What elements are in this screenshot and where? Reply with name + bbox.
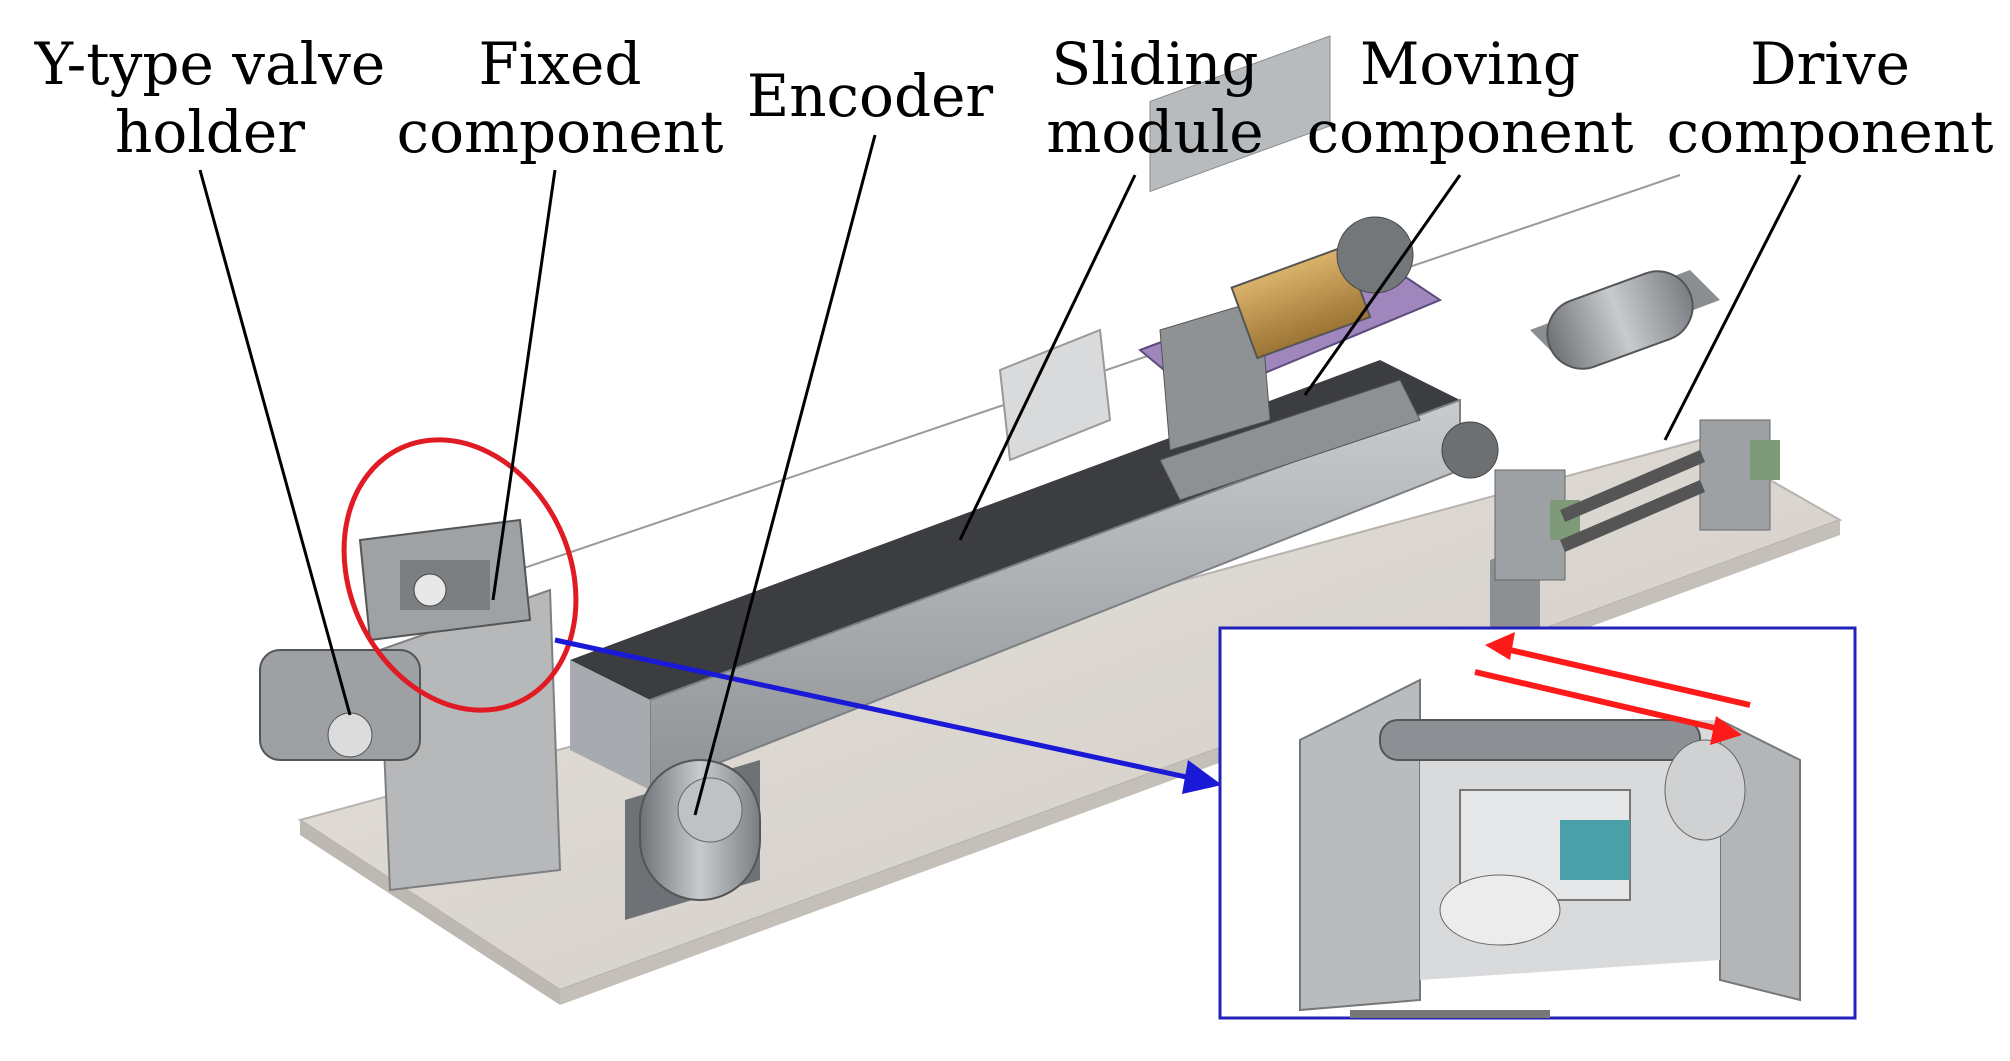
label-line: Moving — [1359, 30, 1581, 98]
highlight-ellipse — [341, 437, 579, 713]
motion-arrows — [1474, 632, 1751, 745]
label-drive-component: Drive component — [1660, 30, 2000, 166]
label-line: Y-type valve — [34, 30, 386, 98]
fixed-component — [358, 518, 562, 892]
label-line: component — [1306, 98, 1634, 166]
label-moving-component: Moving component — [1300, 30, 1640, 166]
leader-moving — [1303, 174, 1462, 396]
leader-drive — [1663, 174, 1802, 441]
label-encoder: Encoder — [740, 62, 1000, 130]
y-type-valve-holder — [259, 649, 421, 761]
leader-fixed — [491, 169, 557, 601]
label-line: component — [1666, 98, 1994, 166]
encoder — [625, 759, 761, 920]
moving-component — [998, 216, 1443, 501]
zoom-arrow — [554, 637, 1201, 783]
label-line: Encoder — [746, 62, 994, 130]
leader-valve — [198, 169, 352, 716]
rail-bracket-1 — [1149, 35, 1331, 193]
label-y-type-valve-holder: Y-type valve holder — [20, 30, 400, 166]
label-line: Drive — [1750, 30, 1910, 98]
label-line: module — [1046, 98, 1264, 166]
label-line: Fixed — [478, 30, 642, 98]
label-fixed-component: Fixed component — [395, 30, 725, 166]
leader-sliding — [958, 174, 1137, 541]
label-sliding-module: Sliding module — [1025, 30, 1285, 166]
base-plate-edge — [300, 820, 560, 1005]
leader-encoder — [693, 134, 877, 816]
label-line: component — [396, 98, 724, 166]
inset-detail — [1299, 678, 1801, 1018]
label-line: Sliding — [1051, 30, 1259, 98]
label-line: holder — [114, 98, 305, 166]
